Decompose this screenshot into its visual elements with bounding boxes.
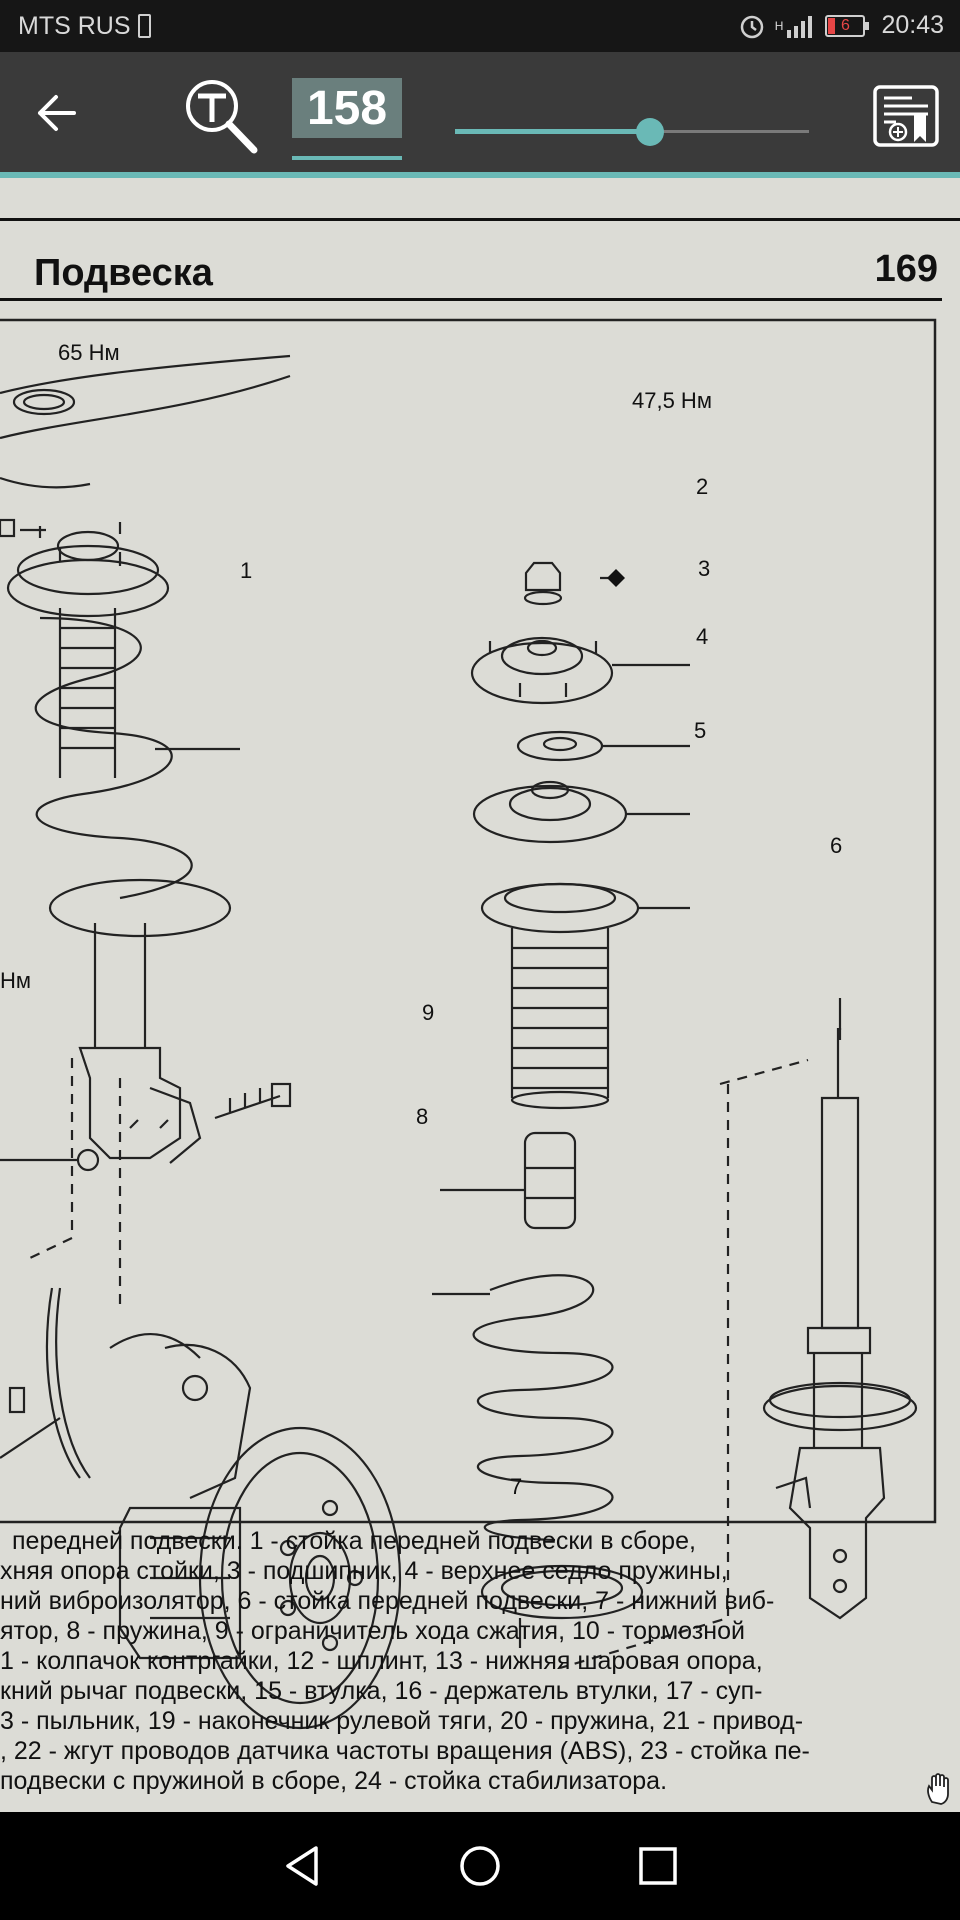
header-rule	[0, 298, 942, 301]
part-number: 6	[830, 833, 843, 858]
page-input-underline	[292, 156, 402, 160]
network-type-label: H	[774, 18, 784, 33]
caption-line: хняя опора стойки, 3 - подшипник, 4 - ве…	[0, 1557, 728, 1585]
part-number: 8	[416, 1104, 429, 1129]
figure-caption: передней подвески. 1 - стойка передней п…	[0, 1526, 960, 1796]
reader-toolbar: 158	[0, 52, 960, 172]
caption-line: 1 - колпачок контргайки, 12 - шплинт, 13…	[0, 1647, 763, 1675]
status-bar: MTS RUS H 6 20:43	[0, 0, 960, 52]
system-nav-bar	[0, 1812, 960, 1920]
torque-label-left-nut: Нм	[0, 968, 32, 993]
caption-line: передней подвески. 1 - стойка передней п…	[12, 1527, 696, 1555]
toolbar-accent-line	[0, 172, 960, 178]
square-recents-icon[interactable]	[632, 1840, 684, 1892]
battery-icon: 6	[825, 14, 870, 37]
arrow-left-icon[interactable]	[28, 88, 88, 138]
triangle-back-icon[interactable]	[276, 1840, 328, 1892]
circle-home-icon[interactable]	[454, 1840, 506, 1892]
carrier-name: MTS RUS	[18, 12, 131, 40]
search-text-icon[interactable]	[178, 74, 262, 154]
part-number: 5	[694, 718, 707, 743]
caption-line: кний рычаг подвески, 15 - втулка, 16 - д…	[0, 1677, 763, 1705]
section-title: Подвеска	[34, 252, 213, 294]
status-icons: H 6 20:43	[739, 11, 944, 40]
caption-line: 3 - пыльник, 19 - наконечник рулевой тяг…	[0, 1707, 804, 1735]
signal-icon	[787, 15, 813, 38]
part-number: 1	[240, 558, 253, 583]
suspension-diagram	[0, 318, 937, 1730]
document-page[interactable]: Подвеска 169	[0, 178, 960, 1812]
hand-pan-icon[interactable]	[924, 1772, 954, 1806]
caption-line: , 22 - жгут проводов датчика частоты вра…	[0, 1737, 810, 1765]
part-number: 2	[696, 474, 709, 499]
slider-thumb[interactable]	[635, 118, 664, 146]
clock: 20:43	[881, 11, 944, 39]
printed-page-number: 169	[874, 248, 938, 290]
page-slider[interactable]	[455, 118, 809, 148]
part-number: 3	[698, 556, 711, 581]
sim-card-icon	[138, 14, 151, 38]
torque-label-top-nut: 47,5 Нм	[632, 388, 712, 413]
caption-line: подвески с пружиной в сборе, 24 - стойка…	[0, 1767, 668, 1795]
bookmark-list-icon[interactable]	[872, 84, 940, 148]
caption-line: ний виброизолятор, 6 - стойка передней п…	[0, 1587, 775, 1615]
slider-fill	[455, 129, 650, 134]
part-number: 4	[696, 624, 709, 649]
battery-level: 6	[840, 16, 850, 34]
alarm-icon	[740, 15, 764, 38]
page-number-input[interactable]: 158	[292, 78, 402, 138]
torque-label-top-left: 65 Нм	[58, 340, 120, 365]
part-number: 7	[510, 1474, 523, 1499]
page-top-rule	[0, 218, 960, 221]
caption-line: ятор, 8 - пружина, 9 - ограничитель хода…	[0, 1617, 745, 1645]
part-number: 9	[422, 1000, 435, 1025]
